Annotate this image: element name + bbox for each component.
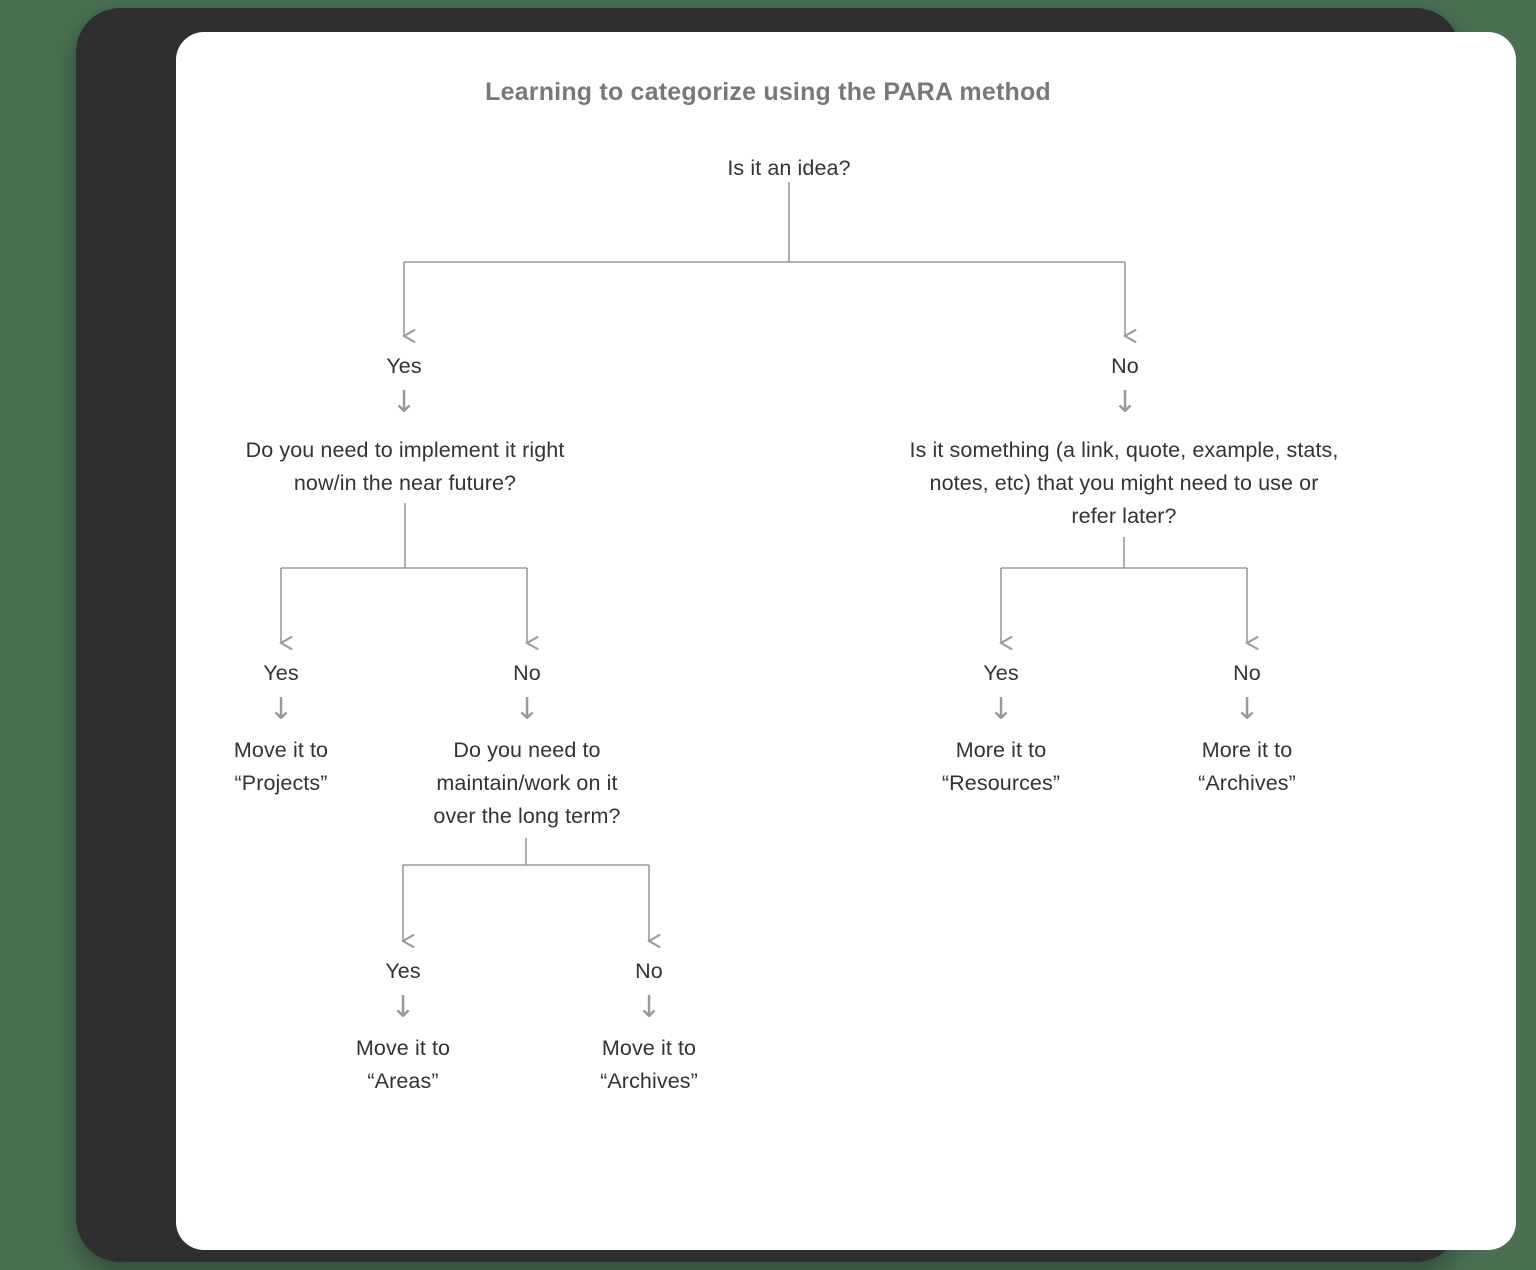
edge-label-implement-no: No xyxy=(513,661,541,685)
edge-label-maintain-no: No xyxy=(635,959,663,983)
down-arrow-icon: ↓ xyxy=(390,990,416,1025)
node-outcome-resources: More it to “Resources” xyxy=(941,738,1061,795)
down-arrow-icon: ↓ xyxy=(988,692,1014,727)
node-implement-question: Do you need to implement it right now/in… xyxy=(245,438,565,495)
down-arrow-icon: ↓ xyxy=(1234,692,1260,727)
edge-label-maintain-yes: Yes xyxy=(385,959,421,983)
down-arrow-icon: ↓ xyxy=(514,692,540,727)
node-outcome-projects: Move it to “Projects” xyxy=(233,738,329,795)
edge-label-something-yes: Yes xyxy=(983,661,1019,685)
diagram-card xyxy=(176,32,1516,1250)
node-outcome-areas: Move it to “Areas” xyxy=(355,1036,451,1093)
node-outcome-archives-left: Move it to “Archives” xyxy=(600,1036,698,1093)
node-something-question: Is it something (a link, quote, example,… xyxy=(909,438,1339,528)
edge-label-root-no: No xyxy=(1111,354,1139,378)
down-arrow-icon: ↓ xyxy=(391,385,417,420)
node-maintain-question: Do you need to maintain/work on it over … xyxy=(433,738,621,828)
node-root-question: Is it an idea? xyxy=(727,156,851,180)
down-arrow-icon: ↓ xyxy=(1112,385,1138,420)
down-arrow-icon: ↓ xyxy=(636,990,662,1025)
edge-label-root-yes: Yes xyxy=(386,354,422,378)
page-title: Learning to categorize using the PARA me… xyxy=(485,78,1051,106)
node-outcome-archives-right: More it to “Archives” xyxy=(1198,738,1296,795)
device-frame xyxy=(76,8,1516,1262)
edge-label-something-no: No xyxy=(1233,661,1261,685)
down-arrow-icon: ↓ xyxy=(268,692,294,727)
edge-label-implement-yes: Yes xyxy=(263,661,299,685)
